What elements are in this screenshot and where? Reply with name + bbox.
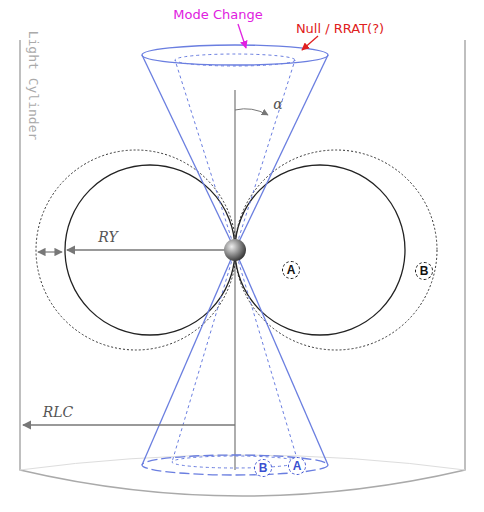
angle-label: α: [273, 96, 282, 112]
light-cylinder: [20, 40, 465, 496]
callout-circle: A: [282, 261, 300, 279]
radius-arrow: [67, 249, 230, 250]
cylinder-rim: [20, 455, 465, 470]
callout-letter: A: [293, 460, 302, 472]
radius-arrow: [23, 424, 235, 425]
callout-circle: A: [288, 457, 306, 475]
axis-label: Light Cylinder: [27, 30, 42, 140]
callout-circle: B: [254, 459, 272, 477]
callout-letter: A: [287, 264, 296, 276]
annotation: Mode Change: [173, 7, 262, 22]
angle-arc: [235, 109, 268, 115]
outer-field-line: [36, 150, 236, 350]
callout-letter: B: [420, 265, 429, 277]
annotation: Null / RRAT(?): [296, 21, 384, 36]
neutron-star: [224, 239, 246, 261]
emission-cones: [142, 45, 328, 475]
radius-label: RLC: [43, 404, 74, 420]
leader-arrow: [302, 36, 318, 50]
callout-letter: B: [259, 462, 268, 474]
callout-circle: B: [415, 262, 433, 280]
double-arrow: [38, 251, 62, 252]
leader-arrow: [238, 24, 246, 48]
rotation-axis: [234, 90, 235, 470]
radius-label: RY: [98, 229, 117, 245]
